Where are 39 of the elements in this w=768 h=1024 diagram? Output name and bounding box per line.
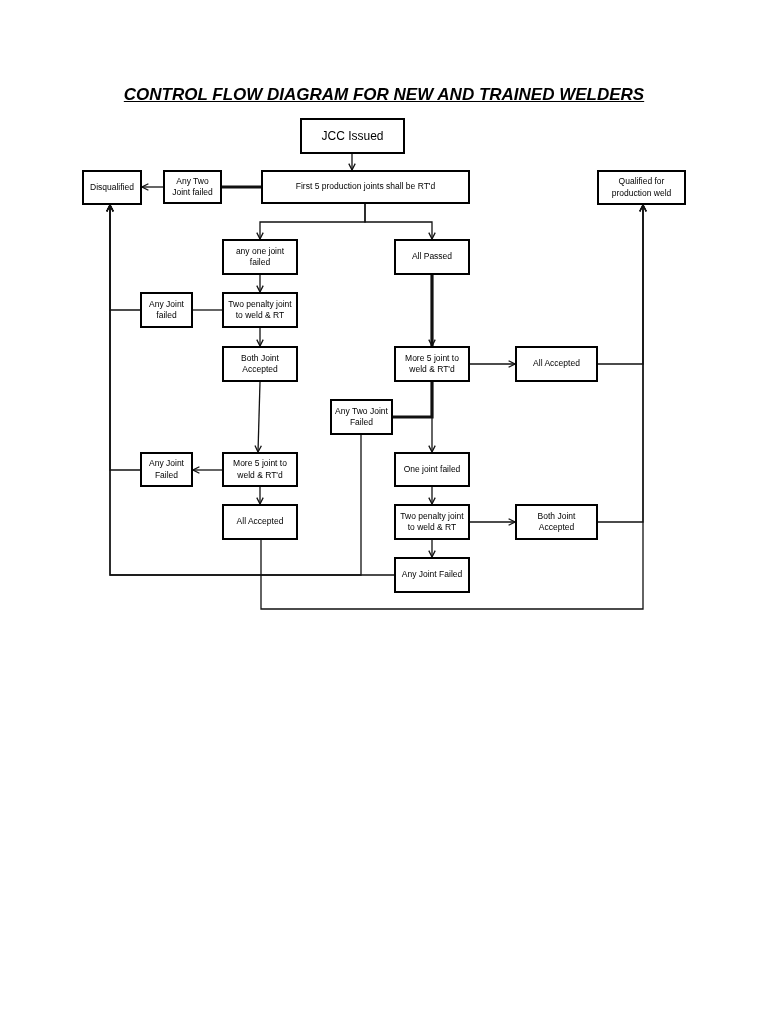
process-box: One joint failed <box>394 452 470 487</box>
process-box: All Accepted <box>515 346 598 382</box>
process-box: JCC Issued <box>300 118 405 154</box>
arrow <box>256 486 264 505</box>
arrow <box>597 204 647 523</box>
arrow <box>254 381 262 453</box>
arrow <box>428 486 436 505</box>
process-box: More 5 joint to weld & RT'd <box>222 452 298 487</box>
diagram-title: CONTROL FLOW DIAGRAM FOR NEW AND TRAINED WELDERS <box>122 84 646 106</box>
arrow <box>428 381 436 453</box>
arrow <box>428 539 436 558</box>
process-box: Any Two Joint Failed <box>330 399 393 435</box>
process-box: Any Joint failed <box>140 292 193 328</box>
process-box: Disqualified <box>82 170 142 205</box>
process-box: Any Two Joint failed <box>163 170 222 204</box>
arrow <box>256 274 264 293</box>
process-box: Qualified for production weld <box>597 170 686 205</box>
process-box: All Accepted <box>222 504 298 540</box>
connector-line <box>222 185 261 189</box>
arrow <box>192 466 223 474</box>
arrow <box>256 327 264 347</box>
process-box: More 5 joint to weld & RT'd <box>394 346 470 382</box>
process-box: Two penalty joint to weld & RT <box>222 292 298 328</box>
connector-line <box>192 309 223 311</box>
connector-line <box>393 382 434 419</box>
arrow <box>364 203 436 240</box>
process-box: any one joint failed <box>222 239 298 275</box>
arrow <box>141 183 164 191</box>
arrow <box>348 153 356 171</box>
process-box: All Passed <box>394 239 470 275</box>
process-box: Any Joint Failed <box>394 557 470 593</box>
process-box: Both Joint Accepted <box>222 346 298 382</box>
process-box: Both Joint Accepted <box>515 504 598 540</box>
arrow <box>469 518 516 526</box>
process-box: First 5 production joints shall be RT'd <box>261 170 470 204</box>
process-box: Two penalty joint to weld & RT <box>394 504 470 540</box>
process-box: Any Joint Failed <box>140 452 193 487</box>
arrow <box>428 275 436 347</box>
arrow <box>469 360 516 368</box>
